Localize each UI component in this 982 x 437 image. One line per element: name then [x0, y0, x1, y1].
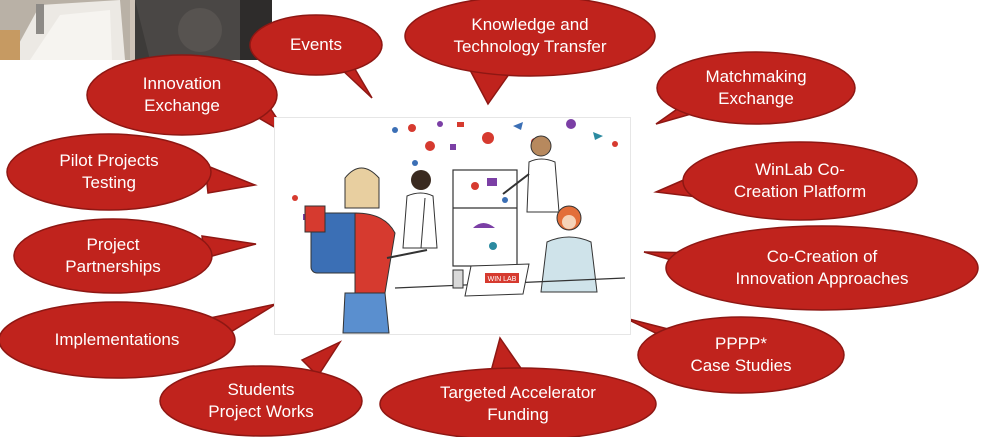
person-seated: [540, 205, 598, 293]
whiteboard: [452, 169, 518, 267]
bubble-pilot-projects: [6, 133, 258, 211]
label-co-creation-approaches: Co-Creation of Innovation Approaches: [735, 247, 909, 288]
corner-photo: [0, 0, 272, 60]
label-targeted-accelerator: Targeted Accelerator Funding: [440, 383, 596, 424]
bubble-implementations: [0, 301, 277, 379]
collaboration-illustration: WIN LAB: [274, 117, 631, 335]
winlab-sign: WIN LAB: [488, 276, 517, 283]
bubble-knowledge-transfer: [404, 0, 656, 106]
label-winlab-platform: WinLab Co- Creation Platform: [733, 160, 867, 201]
bubble-targeted-accelerator: [379, 336, 657, 437]
bubble-matchmaking-exchange: [655, 51, 856, 125]
label-project-partnerships: Project Partnerships: [65, 235, 161, 276]
bubble-project-partnerships: [13, 218, 257, 294]
table-with-laptop: WIN LAB: [394, 263, 626, 297]
label-implementations: Implementations: [54, 330, 180, 349]
label-innovation-exchange: Innovation Exchange: [142, 74, 222, 115]
label-pppp-case-studies: PPPP* Case Studies: [690, 334, 792, 375]
bubble-pppp-case-studies: [624, 316, 845, 394]
person-right: [502, 135, 560, 213]
bubble-events: [249, 14, 383, 99]
bubble-students-project-works: [159, 340, 363, 437]
person-middle: [402, 170, 438, 249]
label-events: Events: [290, 35, 342, 54]
bubble-winlab-platform: [653, 141, 918, 221]
label-knowledge-transfer: Knowledge and Technology Transfer: [453, 15, 607, 56]
person-with-backpack: [304, 167, 428, 334]
label-students-project-works: Students Project Works: [208, 380, 314, 421]
label-matchmaking-exchange: Matchmaking Exchange: [705, 67, 807, 108]
bubble-co-creation-approaches: [643, 225, 979, 311]
people-collaborating-icon: WIN LAB: [292, 119, 626, 334]
label-pilot-projects: Pilot Projects Testing: [59, 151, 159, 192]
